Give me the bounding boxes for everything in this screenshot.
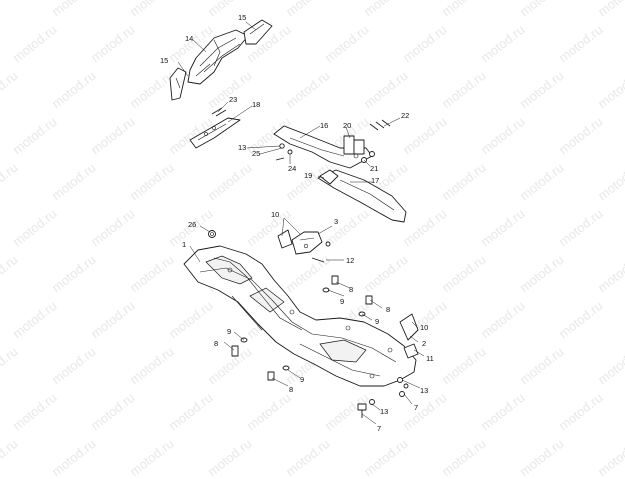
callout-10a: 10 xyxy=(271,210,279,219)
bracket-part-18 xyxy=(189,117,241,149)
reflector-part-15-upper xyxy=(243,19,273,45)
grommet-part-13 xyxy=(369,377,403,405)
callout-labels: 1 2 3 7 7 8 8 8 8 9 9 9 9 10 10 11 12 13… xyxy=(160,13,434,433)
callout-21: 21 xyxy=(370,164,378,173)
callout-24: 24 xyxy=(288,164,296,173)
reflector-part-15-lower xyxy=(169,67,187,101)
callout-9d: 9 xyxy=(300,375,304,384)
bracket-part-3 xyxy=(291,231,323,255)
callout-13b: 13 xyxy=(420,386,428,395)
callout-9c: 9 xyxy=(227,327,231,336)
plug-part-26 xyxy=(208,230,216,238)
callout-1: 1 xyxy=(182,240,186,249)
callout-9b: 9 xyxy=(375,317,379,326)
exploded-parts-diagram: 1 2 3 7 7 8 8 8 8 9 9 9 9 10 10 11 12 13… xyxy=(160,13,434,433)
callout-14: 14 xyxy=(185,34,193,43)
fastener-part-23 xyxy=(211,107,227,117)
clip-part-19 xyxy=(319,169,339,185)
callout-13c: 13 xyxy=(380,407,388,416)
bolt-part-12 xyxy=(311,241,331,263)
callout-25: 25 xyxy=(252,149,260,158)
callout-8c: 8 xyxy=(214,339,218,348)
callout-11: 11 xyxy=(426,354,434,363)
mudguard-assembly-part-14 xyxy=(187,29,249,85)
rear-bracket-part-2 xyxy=(399,313,419,341)
callout-20: 20 xyxy=(343,121,351,130)
callout-23: 23 xyxy=(229,95,237,104)
callout-3: 3 xyxy=(334,217,338,226)
callout-17: 17 xyxy=(371,176,379,185)
bolts-part-22 xyxy=(369,119,391,131)
bracket-part-11 xyxy=(403,343,419,359)
callout-19: 19 xyxy=(304,171,312,180)
callout-9a: 9 xyxy=(340,297,344,306)
callout-2: 2 xyxy=(422,339,426,348)
bolt-part-7-upper xyxy=(399,383,409,397)
callout-8d: 8 xyxy=(289,385,293,394)
lower-panel-part-17 xyxy=(317,169,407,223)
bolt-part-8-d xyxy=(365,295,373,305)
callout-15a: 15 xyxy=(238,13,246,22)
bolt-part-8-b xyxy=(267,371,275,381)
callout-7a: 7 xyxy=(414,403,418,412)
washer-part-9-c xyxy=(322,287,330,293)
leader-lines xyxy=(177,21,425,425)
callout-7b: 7 xyxy=(377,424,381,433)
bolt-part-8-a xyxy=(231,345,239,357)
washer-part-9-b xyxy=(282,365,290,371)
callout-8a: 8 xyxy=(349,285,353,294)
callout-15b: 15 xyxy=(160,56,168,65)
main-undertray-part-1 xyxy=(183,245,417,387)
callout-10b: 10 xyxy=(420,323,428,332)
bracket-part-10-upper xyxy=(277,229,293,249)
callout-18: 18 xyxy=(252,100,260,109)
bolt-part-8-c xyxy=(331,275,339,285)
callout-8b: 8 xyxy=(386,305,390,314)
callout-22: 22 xyxy=(401,111,409,120)
clamp-part-20 xyxy=(343,135,365,155)
callout-16: 16 xyxy=(320,121,328,130)
callout-13a: 13 xyxy=(238,143,246,152)
callout-26: 26 xyxy=(188,220,196,229)
callout-12: 12 xyxy=(346,256,354,265)
